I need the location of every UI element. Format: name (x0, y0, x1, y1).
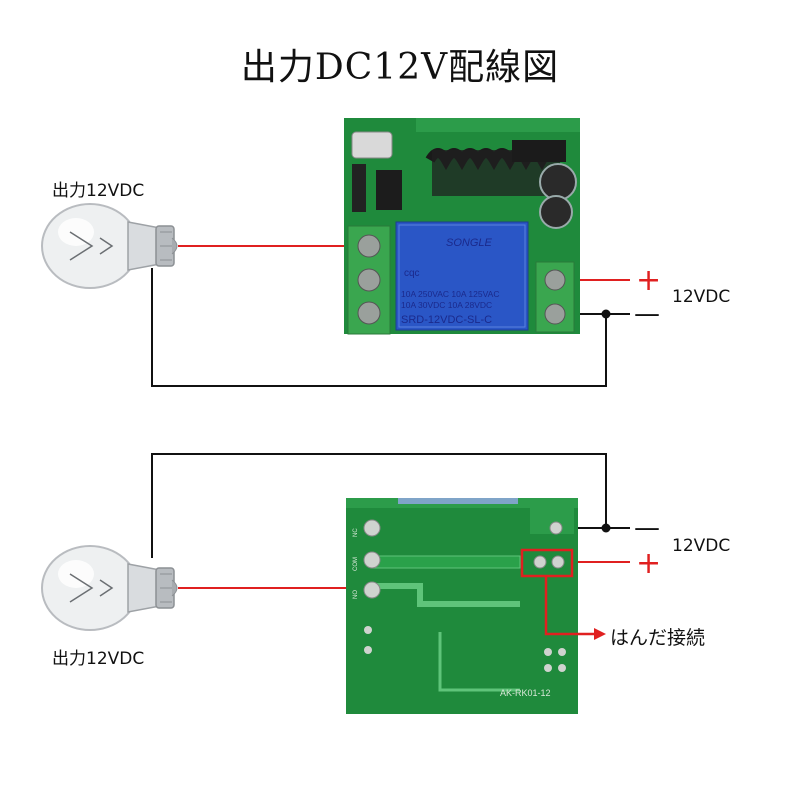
bottom-plus-sign: + (636, 546, 661, 581)
relay-spec-line-1: 10A 250VAC 10A 125VAC (401, 289, 499, 299)
top-right-terminal-block (535, 261, 575, 333)
relay-spec-line-2: 10A 30VDC 10A 28VDC (401, 300, 492, 310)
relay-cert: cqc (404, 268, 420, 279)
bottom-supply-label: 12VDC (672, 536, 731, 556)
bottom-black-wire-return (151, 453, 607, 558)
pcb-code: AK-RK01-12 (500, 688, 551, 698)
top-relay-module (344, 118, 580, 335)
top-bulb-label: 出力12VDC (52, 181, 145, 201)
pcb-silk-no: NO (353, 590, 359, 599)
top-relay-box (395, 221, 529, 331)
bottom-pcb-back (346, 498, 578, 714)
top-left-terminal-block (347, 225, 391, 335)
solder-connection-label: はんだ接続 (610, 627, 706, 649)
top-bulb-icon (41, 203, 178, 289)
bottom-bulb-label: 出力12VDC (52, 649, 145, 669)
top-minus-sign: — (634, 299, 660, 329)
pcb-silk-com: COM (353, 557, 359, 571)
top-plus-sign: + (636, 263, 661, 298)
top-junction-dot (601, 309, 611, 319)
top-supply-label: 12VDC (672, 287, 731, 307)
relay-brand: SONGLE (446, 237, 493, 249)
bottom-junction-dot (601, 523, 611, 533)
relay-model: SRD-12VDC-SL-C (401, 314, 492, 326)
pcb-silk-nc: NC (353, 528, 359, 537)
bottom-minus-sign: — (634, 513, 660, 543)
diagram-title: 出力DC12V配線図 (240, 47, 560, 88)
bottom-bulb-icon (41, 545, 178, 631)
solder-arrow-head-icon (594, 628, 606, 640)
top-black-wire-return (151, 268, 607, 387)
solder-arrow-line (544, 576, 596, 636)
